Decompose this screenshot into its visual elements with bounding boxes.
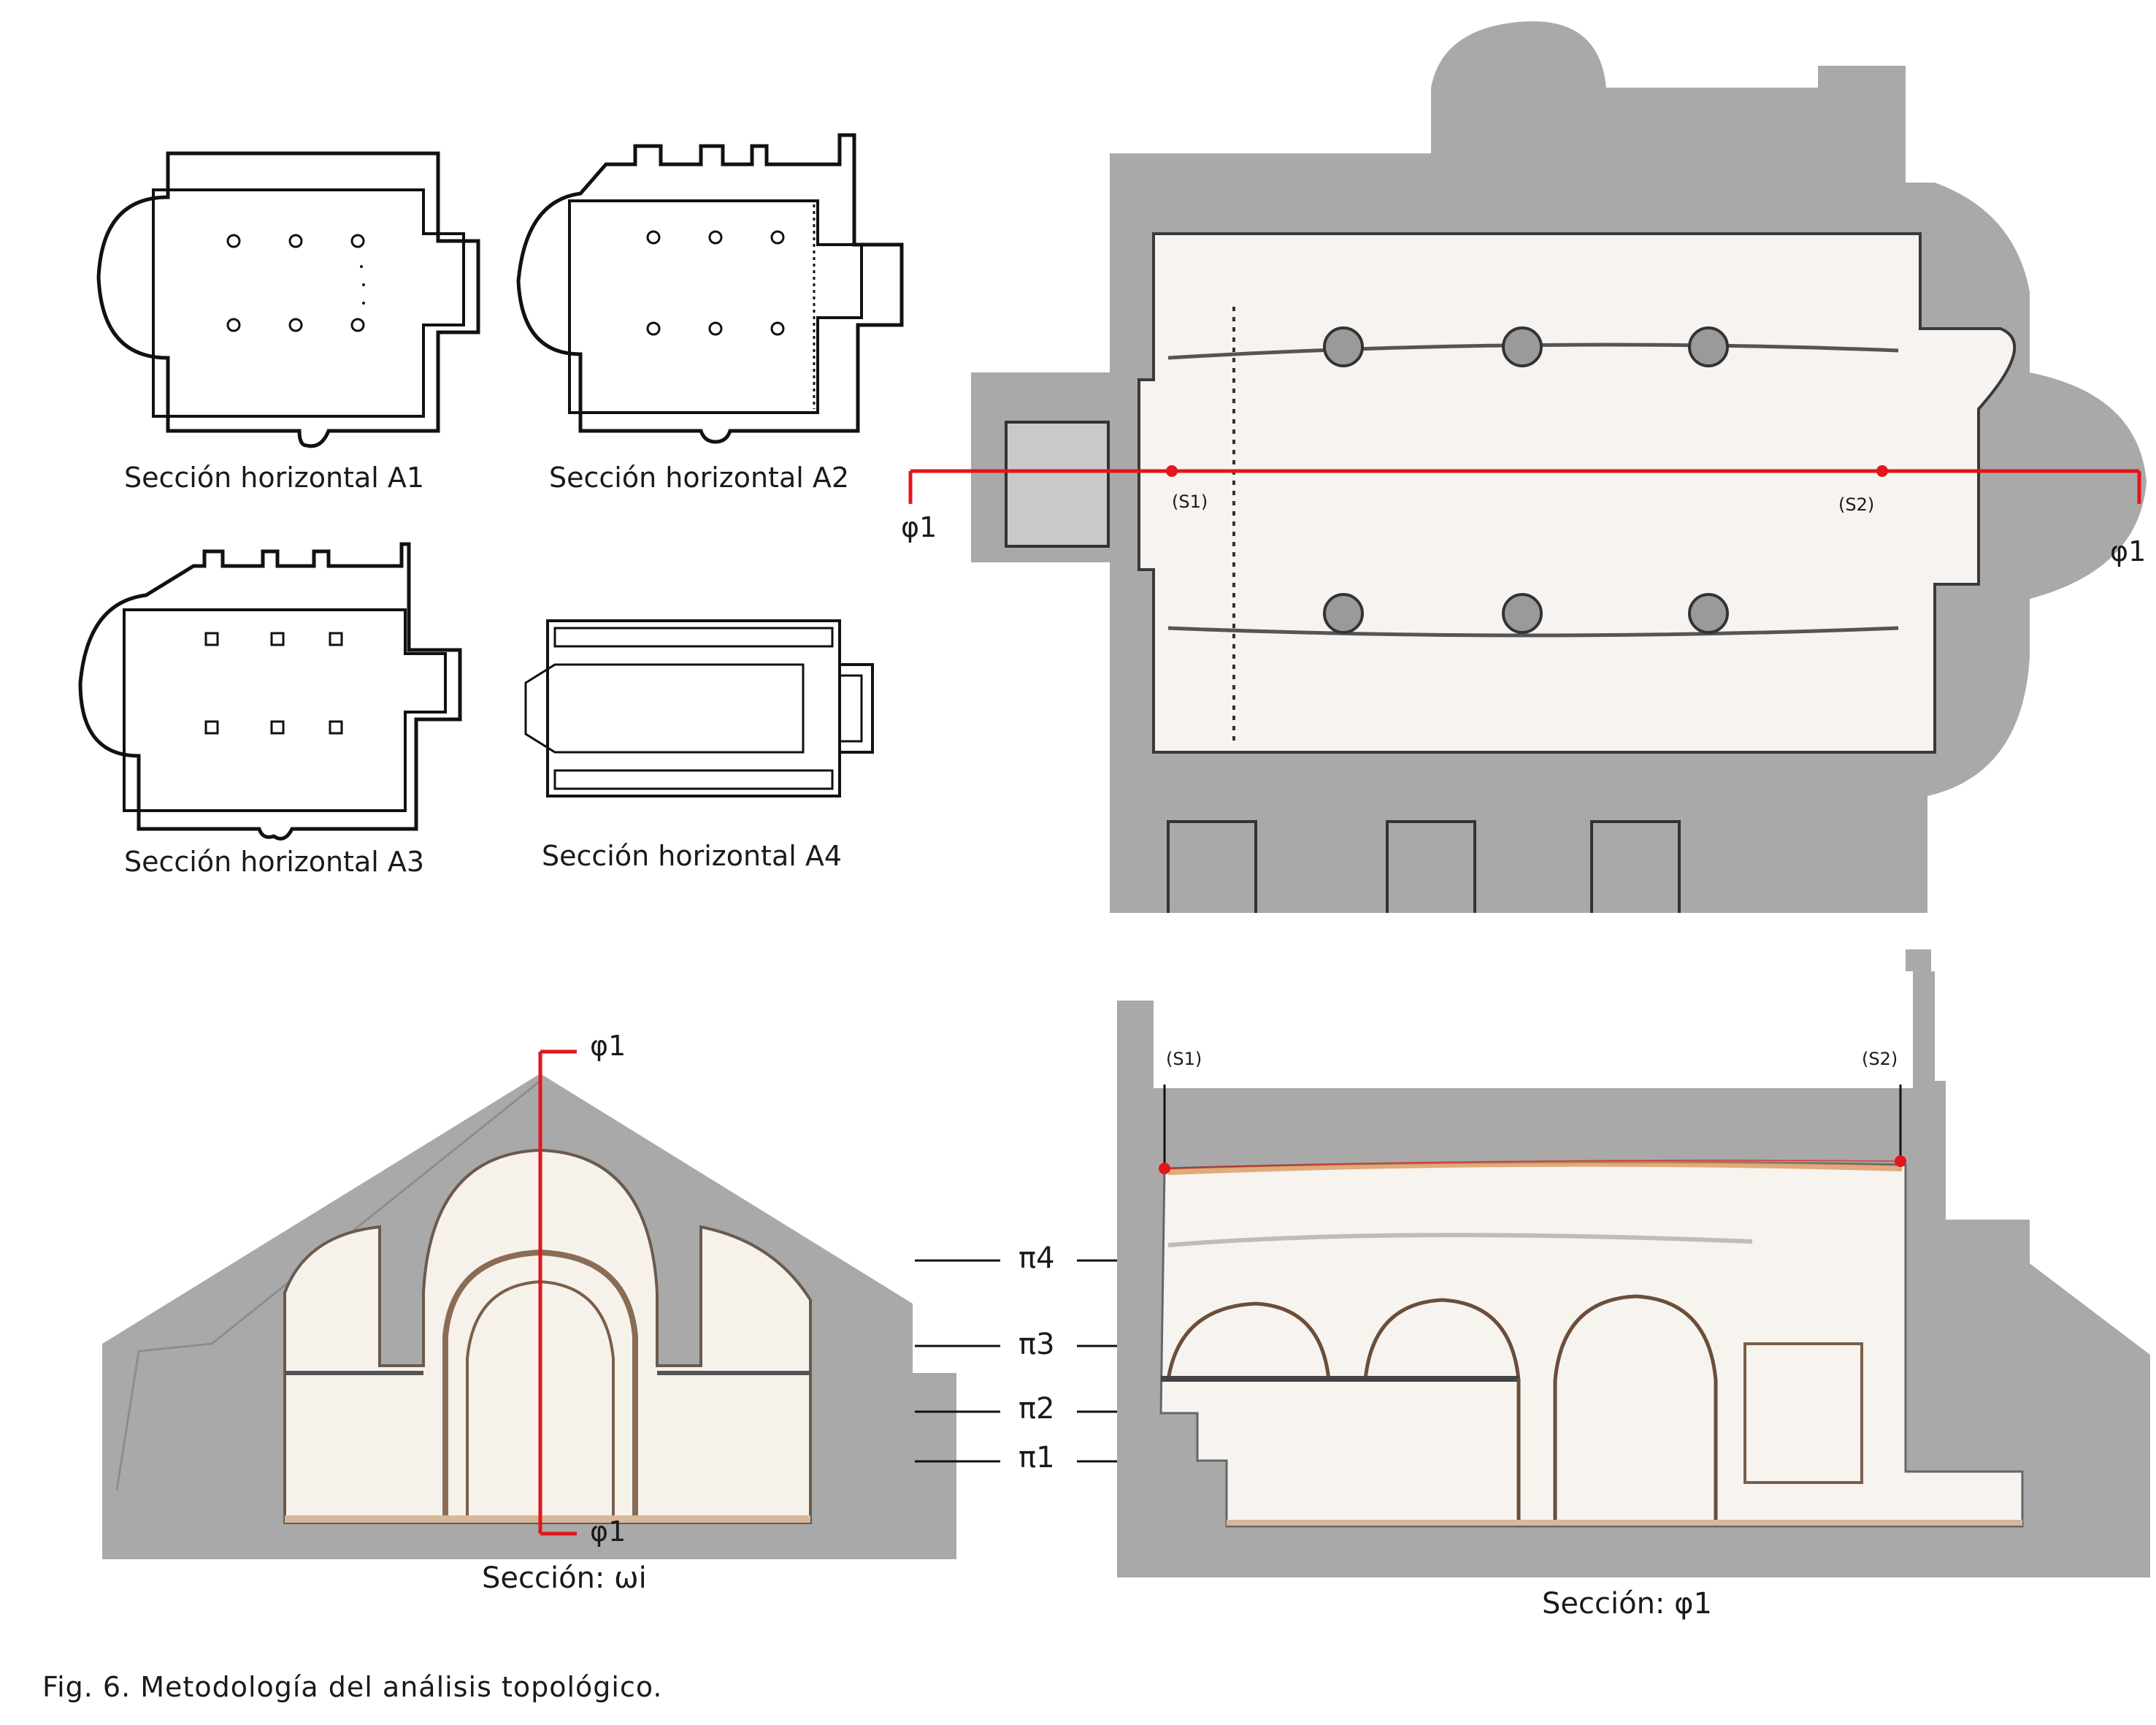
plan-a2-caption: Sección horizontal A2 xyxy=(549,462,850,494)
cross-section-caption: Sección: ωi xyxy=(482,1561,647,1595)
plan-a2 xyxy=(516,133,904,444)
long-section-interior xyxy=(1159,1160,2024,1528)
main-plan-cut-left-label: φ1 xyxy=(901,511,937,543)
long-section-s1-label: (S1) xyxy=(1166,1049,1202,1069)
pier xyxy=(1323,593,1364,634)
point-s2 xyxy=(1876,465,1888,477)
level-pi4: π4 xyxy=(1018,1242,1055,1275)
level-pi2: π2 xyxy=(1018,1392,1055,1426)
main-plan-s1-label: (S1) xyxy=(1172,492,1208,512)
figure-caption: Fig. 6. Metodología del análisis topológ… xyxy=(42,1671,663,1703)
long-section-caption: Sección: φ1 xyxy=(1542,1587,1712,1621)
plan-a4-caption: Sección horizontal A4 xyxy=(542,840,843,872)
plan-a4 xyxy=(524,619,874,798)
point-s1 xyxy=(1166,465,1178,477)
pier xyxy=(1502,593,1543,634)
main-plan-cut-right-label: φ1 xyxy=(2110,535,2147,567)
level-pi3: π3 xyxy=(1018,1328,1055,1361)
pier xyxy=(1688,593,1729,634)
plan-a3-caption: Sección horizontal A3 xyxy=(124,846,425,878)
cross-section-bottom-label: φ1 xyxy=(590,1515,626,1548)
long-section xyxy=(1117,949,2150,1577)
pier xyxy=(1502,326,1543,367)
plan-a3 xyxy=(78,542,462,841)
level-pi1: π1 xyxy=(1018,1441,1055,1475)
main-plan-s2-label: (S2) xyxy=(1838,494,1875,515)
cross-section xyxy=(102,1049,956,1559)
plan-a1-caption: Sección horizontal A1 xyxy=(124,462,425,494)
pier xyxy=(1688,326,1729,367)
plan-a1 xyxy=(96,151,480,448)
long-section-s2-label: (S2) xyxy=(1862,1049,1898,1069)
main-plan-interior xyxy=(1138,232,2017,754)
main-plan xyxy=(908,21,2147,913)
pier xyxy=(1323,326,1364,367)
cross-section-top-label: φ1 xyxy=(590,1030,626,1062)
